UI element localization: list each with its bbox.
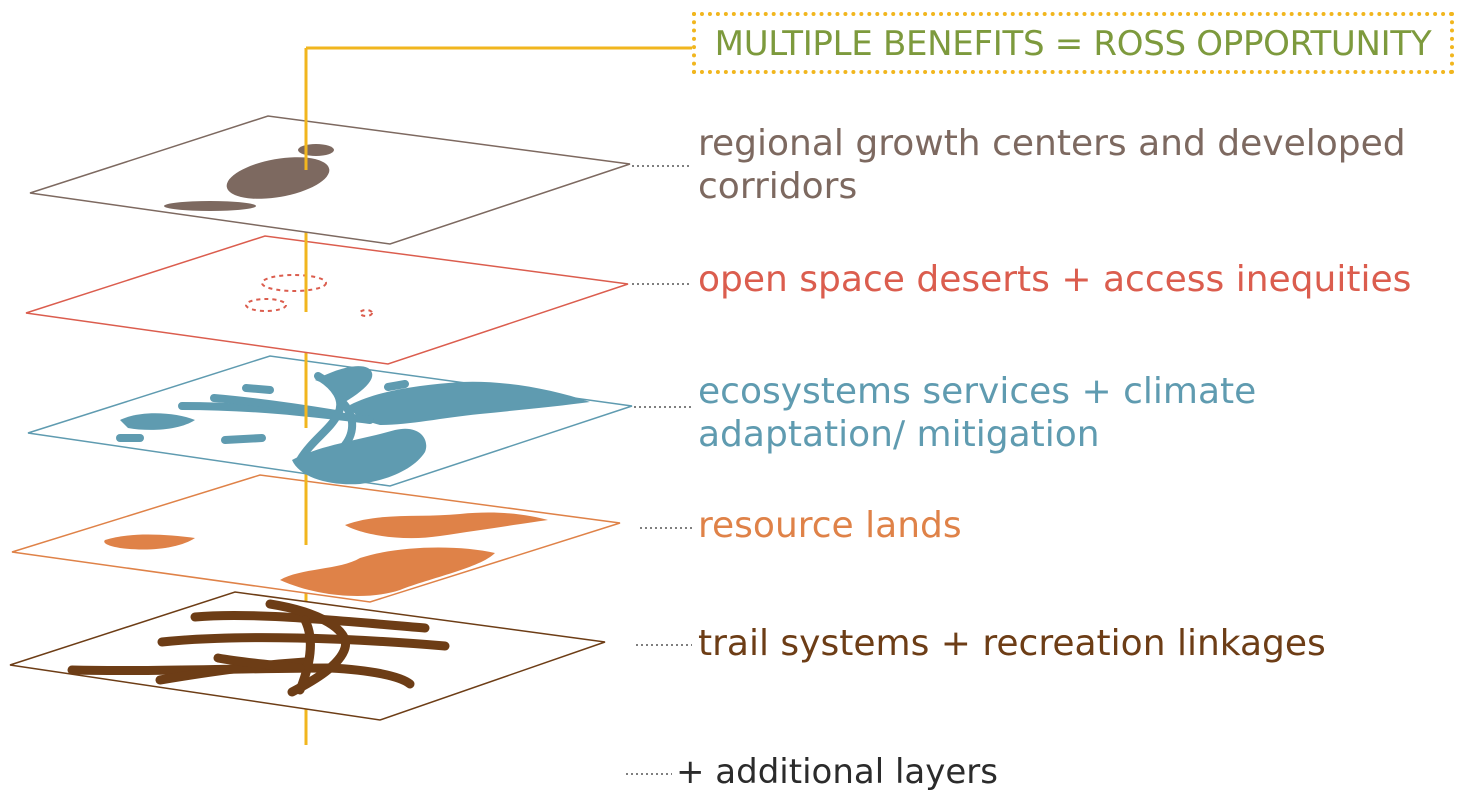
leader-lines	[626, 165, 692, 775]
layer-label-resource: resource lands	[698, 505, 962, 546]
layer-label-open-space: open space deserts + access inequities	[698, 259, 1412, 300]
resource-shapes	[104, 512, 548, 596]
ecosystem-shapes	[120, 366, 590, 485]
additional-layers-label: + additional layers	[676, 752, 998, 792]
trail-paths	[67, 599, 450, 697]
title-box: MULTIPLE BENEFITS = ROSS OPPORTUNITY	[692, 12, 1454, 74]
diagram-title: MULTIPLE BENEFITS = ROSS OPPORTUNITY	[714, 24, 1432, 64]
layer-ecosystems-plane	[27, 355, 633, 487]
layer-open-space-plane	[25, 235, 629, 365]
growth-shapes	[164, 144, 334, 211]
layer-label-trails: trail systems + recreation linkages	[698, 623, 1326, 664]
layer-trails-plane	[9, 591, 606, 721]
layer-resource-plane	[11, 474, 621, 603]
layer-growth-plane	[29, 115, 631, 245]
layer-label-ecosystems: ecosystems services + climate adaptation…	[698, 371, 1257, 455]
layer-label-growth: regional growth centers and developed co…	[698, 123, 1406, 207]
ecosystem-strokes	[116, 372, 409, 464]
open-space-markers	[245, 274, 373, 317]
